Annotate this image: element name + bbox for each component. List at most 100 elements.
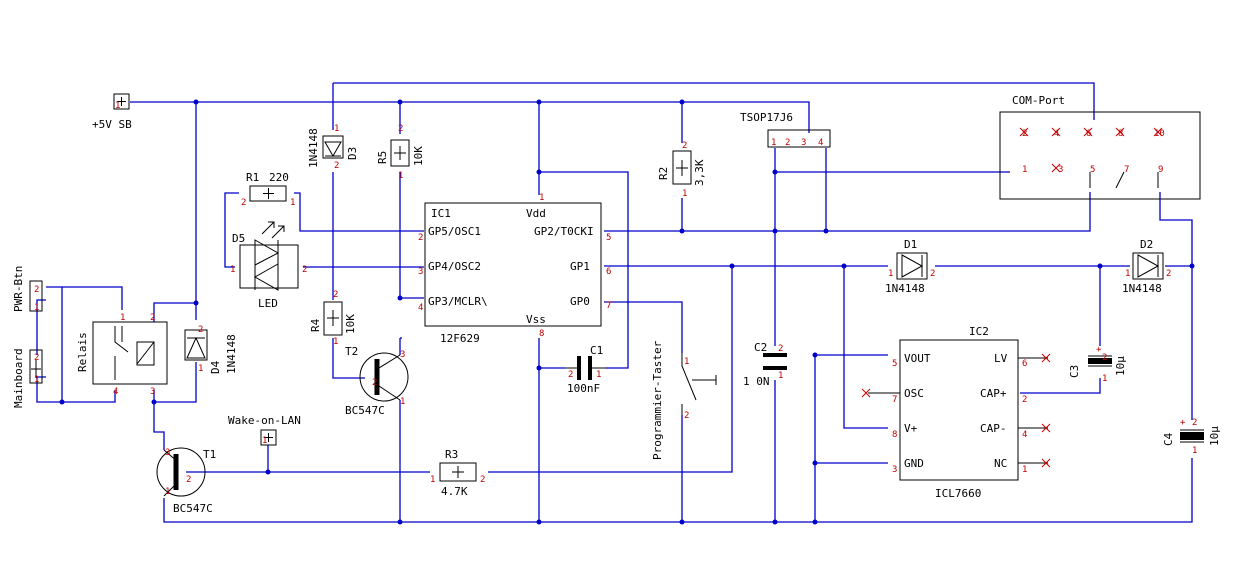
svg-text:VOUT: VOUT [904,352,931,365]
svg-text:1: 1 [1125,269,1130,279]
svg-text:2: 2 [372,378,377,388]
svg-text:GP0: GP0 [570,295,590,308]
svg-text:1: 1 [596,370,601,380]
svg-text:D5: D5 [232,232,245,245]
svg-text:R3: R3 [445,448,458,461]
svg-text:1: 1 [771,138,776,148]
svg-text:8: 8 [892,430,897,440]
svg-text:2: 2 [418,233,423,243]
svg-text:4: 4 [1054,129,1059,139]
svg-text:6: 6 [606,267,611,277]
svg-text:220: 220 [269,171,289,184]
svg-text:1: 1 [198,364,203,374]
svg-text:7: 7 [606,301,611,311]
svg-text:1: 1 [115,101,120,111]
capacitor-c4: + 2 1 C4 10µ [1162,418,1221,456]
ic1-chip: IC1 Vdd Vss 1 8 GP5/OSC1 GP4/OSC2 GP3/MC… [418,193,611,345]
svg-text:12F629: 12F629 [440,332,480,345]
svg-text:1: 1 [539,193,544,203]
svg-text:2: 2 [34,285,39,295]
resistor-r3: 1 2 R3 4.7K [430,448,485,498]
svg-text:10K: 10K [344,314,357,334]
svg-text:D2: D2 [1140,238,1153,251]
svg-text:GND: GND [904,457,924,470]
svg-text:5: 5 [892,359,897,369]
svg-text:1: 1 [1022,465,1027,475]
svg-text:1: 1 [262,436,267,446]
svg-text:IC2: IC2 [969,325,989,338]
svg-text:LED: LED [258,297,278,310]
resistor-r1: 2 1 R1 220 [241,171,295,208]
svg-text:Vdd: Vdd [526,207,546,220]
svg-text:D3: D3 [346,147,359,160]
svg-text:COM-Port: COM-Port [1012,94,1065,107]
svg-text:8: 8 [1118,129,1123,139]
svg-text:1N4148: 1N4148 [885,282,925,295]
svg-text:C1: C1 [590,344,603,357]
svg-text:2: 2 [333,290,338,300]
supply-connector: 1 +5V SB [92,93,132,131]
svg-text:+: + [1180,418,1186,428]
svg-text:4: 4 [418,303,423,313]
svg-text:1N4148: 1N4148 [225,334,238,374]
svg-text:PWR-Btn: PWR-Btn [12,266,25,312]
svg-text:1: 1 [230,265,235,275]
svg-text:Vss: Vss [526,313,546,326]
svg-text:3: 3 [165,448,170,458]
svg-text:1: 1 [334,124,339,134]
svg-text:3: 3 [418,267,423,277]
svg-text:3,3K: 3,3K [693,159,706,186]
programming-switch: 1 2 Programmier-Taster [651,340,717,460]
svg-text:2: 2 [334,161,339,171]
svg-text:2: 2 [186,475,191,485]
svg-text:IC1: IC1 [431,207,451,220]
svg-text:3: 3 [801,138,806,148]
svg-text:4.7K: 4.7K [441,485,468,498]
svg-text:6: 6 [1086,129,1091,139]
svg-text:R4: R4 [309,318,322,332]
svg-text:4: 4 [1022,430,1027,440]
svg-text:2: 2 [1192,418,1197,428]
svg-text:3: 3 [892,465,897,475]
svg-text:BC547C: BC547C [173,502,213,515]
svg-text:D4: D4 [209,360,222,374]
svg-text:2: 2 [1166,269,1171,279]
svg-text:100nF: 100nF [567,382,600,395]
svg-text:1 0N: 1 0N [743,375,770,388]
svg-text:R5: R5 [376,151,389,164]
svg-text:9: 9 [1158,165,1163,175]
diode-d2: 1 2 D2 1N4148 [1122,238,1171,295]
svg-text:1: 1 [778,371,783,381]
svg-text:2: 2 [1022,395,1027,405]
svg-text:1: 1 [1102,374,1107,384]
svg-text:+: + [1096,345,1102,355]
svg-text:Mainboard: Mainboard [12,348,25,408]
svg-text:C3: C3 [1068,365,1081,378]
svg-text:1: 1 [400,397,405,407]
svg-text:2: 2 [1022,129,1027,139]
svg-text:2: 2 [785,138,790,148]
svg-text:2: 2 [778,344,783,354]
svg-text:2: 2 [198,325,203,335]
svg-text:2: 2 [1102,353,1107,363]
svg-text:CAP+: CAP+ [980,387,1007,400]
svg-text:1: 1 [34,375,39,385]
svg-text:4: 4 [113,387,118,397]
com-port: COM-Port 2 4 6 8 10 1 3 5 7 9 [999,94,1201,200]
svg-text:1N4148: 1N4148 [1122,282,1162,295]
svg-text:1: 1 [120,313,125,323]
svg-text:8: 8 [539,329,544,339]
svg-text:T1: T1 [203,448,216,461]
supply-label: +5V SB [92,118,132,131]
svg-text:NC: NC [994,457,1007,470]
svg-text:2: 2 [568,370,573,380]
svg-text:10: 10 [1154,129,1165,139]
diode-d4: 2 1 D4 1N4148 [184,325,238,374]
svg-text:OSC: OSC [904,387,924,400]
svg-text:GP5/OSC1: GP5/OSC1 [428,225,481,238]
transistor-t1: 3 2 1 T1 BC547C [156,447,216,515]
svg-text:1N4148: 1N4148 [307,128,320,168]
svg-text:2: 2 [302,265,307,275]
mainboard-connector: 2 1 Mainboard [12,348,43,408]
